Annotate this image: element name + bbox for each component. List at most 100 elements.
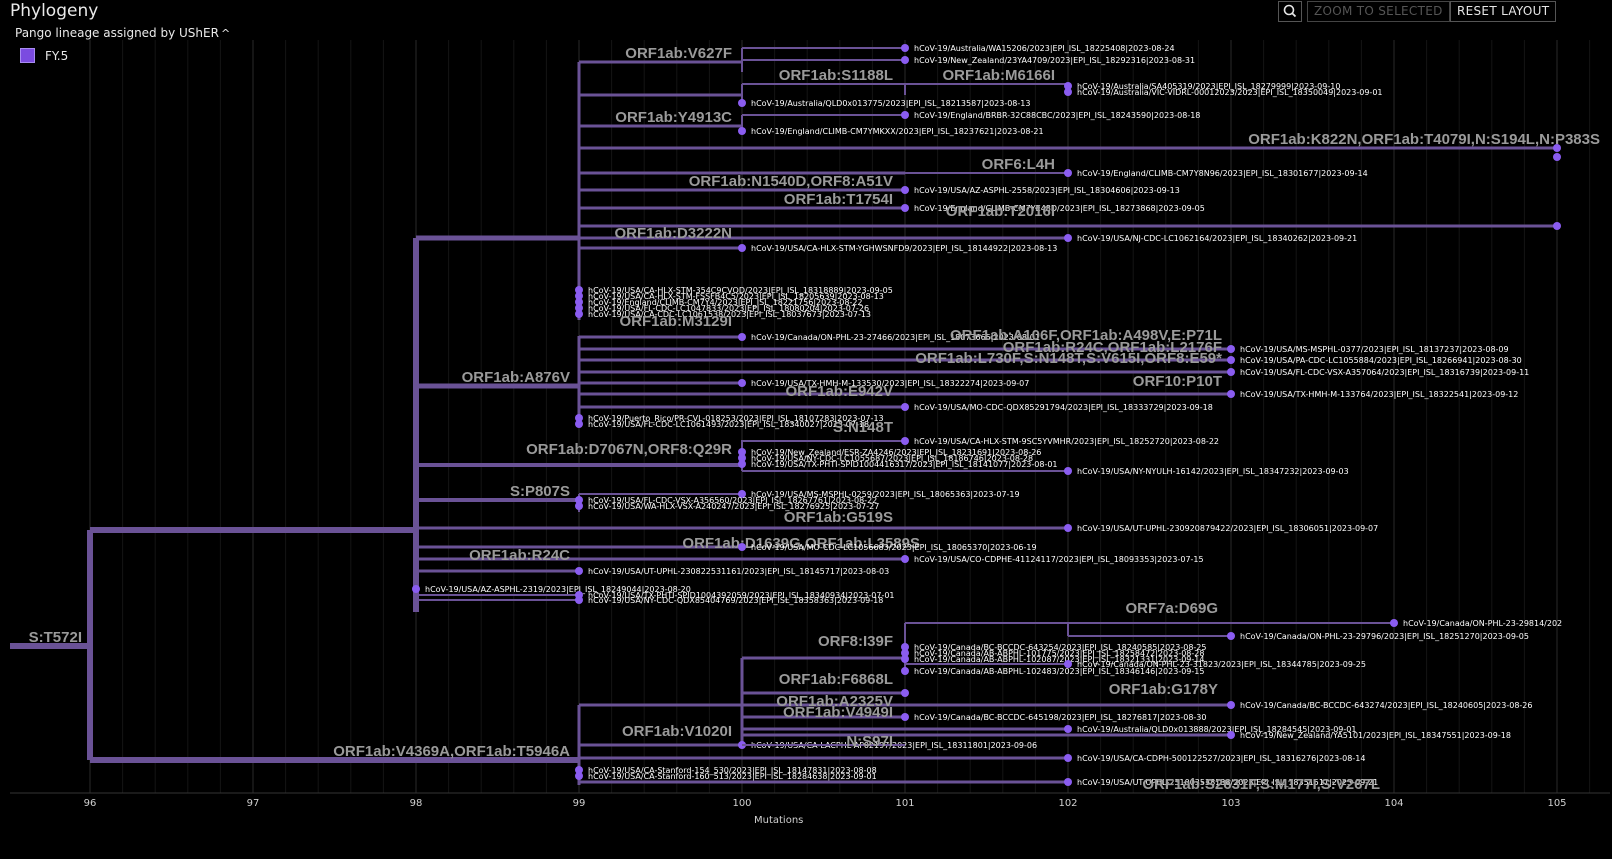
tip-node — [738, 448, 746, 456]
mutation-label: S:T572I — [29, 629, 82, 646]
tip-label: hCoV-19/USA/FL-CDC-VSX-A356560/2023|EPI_… — [588, 496, 877, 505]
mutation-label: N:S97I — [846, 733, 893, 750]
x-tick-label: 102 — [1058, 798, 1077, 809]
tip-label: hCoV-19/USA/AZ-ASPHL-2319/2023|EPI_ISL_1… — [425, 585, 691, 594]
mutation-label: ORF1ab:F6868L — [779, 671, 893, 688]
reset-layout-button[interactable]: RESET LAYOUT — [1450, 1, 1557, 22]
tip-node — [901, 555, 909, 563]
tip-node — [575, 502, 583, 510]
tip-label: hCoV-19/USA/CA-HLX-STM-YGHWSNFD9/2023|EP… — [751, 244, 1057, 253]
legend-title[interactable]: Pango lineage assigned by UShER^ — [15, 26, 230, 40]
tip-label: hCoV-19/USA/AZ-ASPHL-2558/2023|EPI_ISL_1… — [914, 186, 1180, 195]
search-button[interactable] — [1278, 1, 1302, 22]
chevron-up-icon[interactable]: ^ — [220, 27, 231, 40]
tip-label: hCoV-19/Canada/BC-BCCDC-643274/2023|EPI_… — [1240, 701, 1532, 710]
tip-label: hCoV-19/USA/CA-CDC-LC1061538/2023|EPI_IS… — [588, 310, 871, 319]
tip-node — [901, 643, 909, 651]
mutation-label: ORF1ab:M3129I — [619, 313, 732, 330]
tip-label: hCoV-19/Canada/ON-PHL-23-29796/2023|EPI_… — [1240, 632, 1529, 641]
tip-label: hCoV-19/Australia/QLD0x013775/2023|EPI_I… — [751, 99, 1030, 108]
mutation-label: S:P807S — [510, 483, 570, 500]
tip-label: hCoV-19/England/CLIMB-CM7Y4/2023|EPI_ISL… — [588, 298, 863, 307]
tip-node — [1553, 222, 1561, 230]
mutation-label: ORF1ab:A876V — [462, 369, 570, 386]
tip-node — [575, 414, 583, 422]
tip-node — [1064, 467, 1072, 475]
tip-label: hCoV-19/USA/NY-CDC-QDX85404769/2023|EPI_… — [588, 596, 883, 605]
panel-title: Phylogeny — [10, 1, 99, 21]
mutation-label: ORF1ab:T1754I — [784, 191, 893, 208]
mutation-label: ORF1ab:G178Y — [1109, 681, 1218, 698]
tip-label: hCoV-19/Canada/BC-BCCDC-645198/2023|EPI_… — [914, 713, 1206, 722]
tip-node — [901, 204, 909, 212]
tip-label: hCoV-19/Australia/WA15206/2023|EPI_ISL_1… — [914, 44, 1175, 53]
x-tick-label: 100 — [732, 798, 751, 809]
mutation-label: ORF1ab:A2325V — [776, 693, 893, 710]
zoom-to-selected-button[interactable]: ZOOM TO SELECTED — [1307, 1, 1450, 22]
tip-label: hCoV-19/USA/CA-HLX-STM-354C9CVQD/2023|EP… — [588, 286, 893, 295]
tip-label: hCoV-19/New_Zealand/YA5101/2023|EPI_ISL_… — [1240, 731, 1511, 740]
tip-node — [575, 772, 583, 780]
tip-node — [1064, 82, 1072, 90]
tip-node — [1064, 234, 1072, 242]
tip-node — [901, 655, 909, 663]
tip-node — [738, 99, 746, 107]
tip-label: hCoV-19/USA/CA-HLX-STM-FSSFB4C5/2023|EPI… — [588, 292, 884, 301]
tip-label: hCoV-19/USA/CA-Stanford-154_530/2023|EPI… — [588, 766, 877, 775]
mutation-label: ORF1ab:A106F,ORF1ab:A498V,E:P71L — [950, 327, 1222, 344]
mutation-label: ORF1ab:L730F,S:N148T,S:V615I,ORF8:E59* — [915, 350, 1222, 367]
tip-label: hCoV-19/England/BRBR-32C88CBC/2023|EPI_I… — [914, 111, 1200, 120]
tip-node — [575, 420, 583, 428]
tip-node — [901, 403, 909, 411]
mutation-label: ORF1ab:V4369A,ORF1ab:T5946A — [333, 743, 570, 760]
tip-node — [1064, 725, 1072, 733]
tip-label: hCoV-19/Australia/SA405319/2023|EPI_ISL_… — [1077, 82, 1340, 91]
mutation-label: ORF1ab:E942V — [785, 383, 893, 400]
x-axis-label: Mutations — [754, 815, 804, 826]
tip-label: hCoV-19/USA/TX-HMH-M-133530/2023|EPI_ISL… — [751, 379, 1029, 388]
mutation-label: ORF1ab:G519S — [784, 509, 893, 526]
x-tick-label: 104 — [1384, 798, 1403, 809]
tip-node — [1064, 754, 1072, 762]
tip-node — [1227, 345, 1235, 353]
tip-node — [575, 567, 583, 575]
tip-label: hCoV-19/USA/TX-HMH-M-133764/2023|EPI_ISL… — [1240, 390, 1518, 399]
mutation-label: ORF1ab:M6166I — [942, 67, 1055, 84]
tip-node — [575, 596, 583, 604]
tip-node — [575, 298, 583, 306]
mutation-label: ORF1ab:R24C — [469, 547, 570, 564]
tip-label: hCoV-19/New_Zealand/ESR-ZA4246/2023|EPI_… — [751, 448, 1041, 457]
mutation-label: ORF1ab:K822N,ORF1ab:T4079I,N:S194L,N:P38… — [1248, 131, 1600, 148]
tip-node — [738, 454, 746, 462]
tip-node — [738, 379, 746, 387]
mutation-label: ORF1ab:Y4913C — [615, 109, 732, 126]
x-tick-label: 101 — [895, 798, 914, 809]
legend-item-fy5[interactable]: FY.5 — [20, 48, 68, 63]
legend-title-text: Pango lineage assigned by UShER — [15, 26, 219, 40]
tip-node — [1064, 778, 1072, 786]
mutation-label: ORF7a:D69G — [1125, 600, 1218, 617]
tip-label: hCoV-19/Canada/BC-BCCDC-643254/2023|EPI_… — [914, 643, 1206, 652]
tip-label: hCoV-19/USA/MO-CDC-LC1056683/2023|EPI_IS… — [751, 543, 1037, 552]
tip-node — [901, 667, 909, 675]
mutation-label: ORF1ab:V4949I — [783, 704, 893, 721]
tip-node — [901, 689, 909, 697]
tip-label: hCoV-19/USA/FL-CDC-LC1061493/2023|EPI_IS… — [588, 420, 869, 429]
tip-label: hCoV-19/New_Zealand/23YA4709/2023|EPI_IS… — [914, 56, 1195, 65]
tip-node — [901, 56, 909, 64]
tip-node — [1227, 390, 1235, 398]
tip-node — [575, 304, 583, 312]
tip-label: hCoV-19/USA/WA-HLX-VSX-A240247/2023|EPI_… — [588, 502, 879, 511]
tip-node — [1064, 660, 1072, 668]
tip-node — [575, 286, 583, 294]
tip-label: hCoV-19/USA/NY-NYULH-16142/2023|EPI_ISL_… — [1077, 467, 1349, 476]
tip-node — [901, 186, 909, 194]
tip-node — [738, 244, 746, 252]
legend-item-label: FY.5 — [45, 48, 69, 63]
tip-label: hCoV-19/USA/TX-PHTI-SPID1004416317/2023|… — [751, 460, 1058, 469]
x-tick-label: 105 — [1547, 798, 1566, 809]
magnifier-icon — [1283, 4, 1297, 18]
tip-node — [1553, 144, 1561, 152]
tip-node — [738, 460, 746, 468]
